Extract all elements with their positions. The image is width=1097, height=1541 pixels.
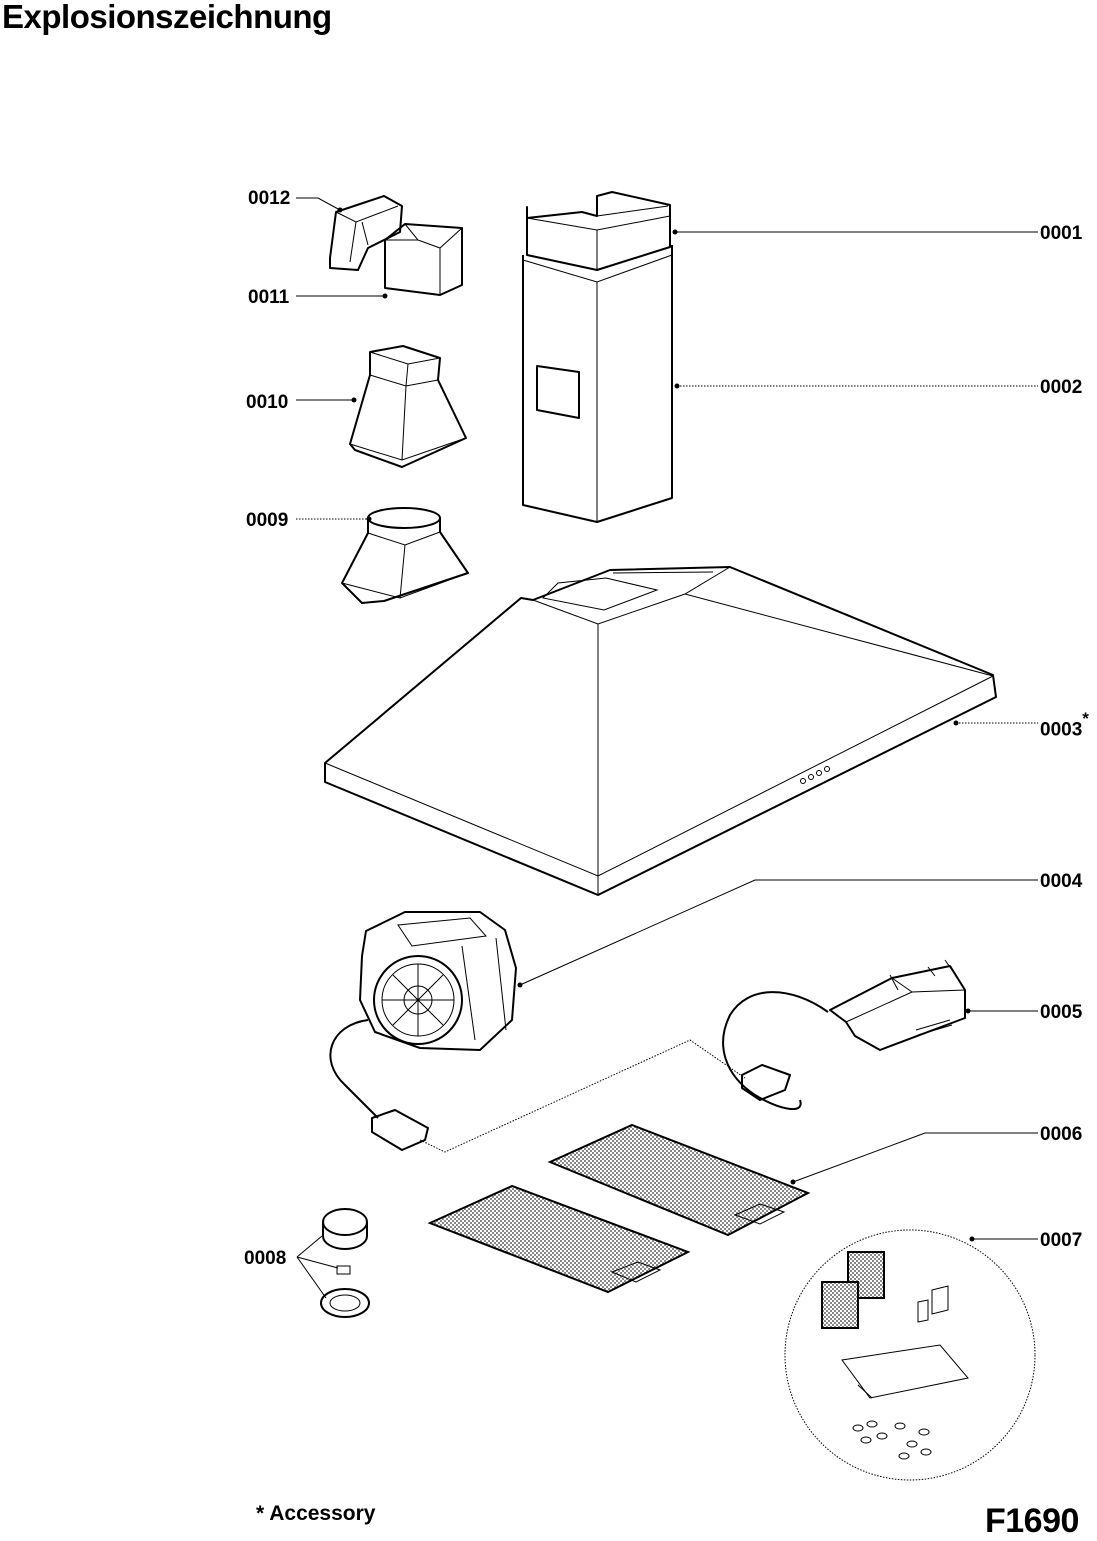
part-label-0009: 0009 (246, 510, 289, 531)
part-label-0007: 0007 (1040, 1230, 1083, 1251)
part-label-0001: 0001 (1040, 223, 1083, 244)
part-0003-hood (324, 566, 997, 896)
part-0006-grease-filters (427, 1123, 811, 1294)
accessory-mark: * (1082, 709, 1089, 728)
part-label-0004: 0004 (1040, 871, 1083, 892)
part-0008-lamp (320, 1208, 370, 1318)
part-0001-upper-chimney (526, 191, 671, 271)
accessory-footnote: * Accessory (256, 1502, 376, 1525)
part-label-0010: 0010 (246, 392, 289, 413)
part-0004-motor (329, 911, 517, 1151)
part-0002-lower-chimney (522, 245, 673, 523)
part-label-0008: 0008 (244, 1248, 287, 1269)
part-label-0006: 0006 (1040, 1124, 1083, 1145)
part-0005-control-box (722, 959, 966, 1111)
part-0012-bracket (329, 195, 403, 271)
drawing-code: F1690 (985, 1502, 1079, 1540)
leader-lines (296, 197, 1038, 1299)
part-0010-rect-adapter (349, 345, 467, 468)
part-label-0012: 0012 (248, 188, 291, 209)
part-label-0011: 0011 (248, 287, 290, 308)
part-label-0003: 0003* (1040, 710, 1089, 741)
part-label-0002: 0002 (1040, 377, 1083, 398)
part-label-0003-text: 0003 (1040, 719, 1083, 741)
part-0011-elbow (384, 223, 463, 296)
part-0007-accessory-kit (784, 1229, 1036, 1481)
part-0009-round-adapter (341, 507, 469, 604)
part-label-0005: 0005 (1040, 1002, 1083, 1023)
page-title: Explosionszeichnung (2, 0, 332, 35)
